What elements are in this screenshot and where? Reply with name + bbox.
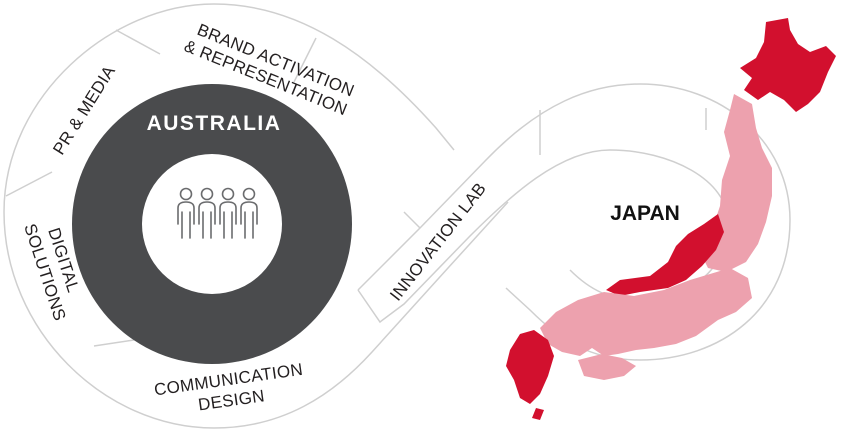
japan-island-small: [532, 408, 544, 420]
japan-label: JAPAN: [610, 202, 680, 225]
japan-kyushu: [506, 330, 554, 404]
hub-label: AUSTRALIA: [147, 112, 282, 135]
left-loop-band: [3, 3, 509, 429]
japan-central-red: [606, 214, 724, 296]
segment-communication-design: COMMUNICATION DESIGN: [153, 360, 304, 415]
segment-innovation-lab: INNOVATION LAB: [386, 179, 490, 304]
japan-hokkaido: [740, 18, 836, 112]
hub-inner: [142, 154, 282, 294]
people-group-icon: [177, 187, 258, 239]
japan-map: [506, 18, 836, 420]
australia-hub: AUSTRALIA: [72, 84, 352, 364]
innovation-band: [357, 83, 641, 324]
japan-shikoku: [578, 354, 636, 380]
japan-honshu-west: [540, 268, 752, 356]
